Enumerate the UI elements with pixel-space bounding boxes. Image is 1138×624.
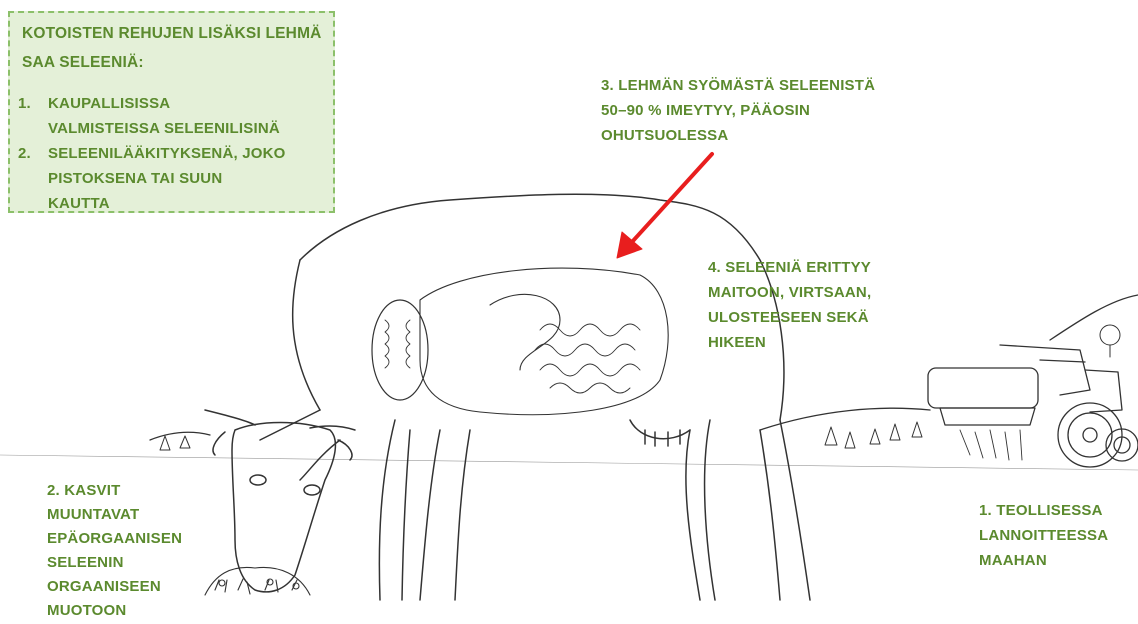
step-4-line: ULOSTEESEEN SEKÄ <box>708 305 871 330</box>
step-2-line: MUOTOON <box>47 599 182 623</box>
step-3-line: OHUTSUOLESSA <box>601 123 875 148</box>
info-item-2-number: 2. <box>18 141 31 166</box>
info-item-2-line: KAUTTA <box>48 191 286 216</box>
step-3-absorption-label: 3. LEHMÄN SYÖMÄSTÄ SELEENISTÄ 50–90 % IM… <box>601 73 875 148</box>
absorption-arrow <box>617 154 712 258</box>
step-4-excretion-label: 4. SELEENIÄ ERITTYY MAITOON, VIRTSAAN, U… <box>708 255 871 355</box>
info-item-2-line: SELEENILÄÄKITYKSENÄ, JOKO <box>48 141 286 166</box>
info-item-1: 1. KAUPALLISISSA VALMISTEISSA SELEENILIS… <box>48 91 280 141</box>
step-2-plants-label: 2. KASVIT MUUNTAVAT EPÄORGAANISEN SELEEN… <box>47 479 182 623</box>
intestines <box>420 268 668 415</box>
tractor-spreader <box>928 345 1138 467</box>
info-item-1-line: KAUPALLISISSA <box>48 91 280 116</box>
supplement-info-box: KOTOISTEN REHUJEN LISÄKSI LEHMÄ SAA SELE… <box>8 11 335 213</box>
step-3-line: 50–90 % IMEYTYY, PÄÄOSIN <box>601 98 875 123</box>
step-1-line: LANNOITTEESSA <box>979 523 1108 548</box>
step-4-line: MAITOON, VIRTSAAN, <box>708 280 871 305</box>
step-1-fertilizer-label: 1. TEOLLISESSA LANNOITTEESSA MAAHAN <box>979 498 1108 573</box>
info-box-title: KOTOISTEN REHUJEN LISÄKSI LEHMÄ SAA SELE… <box>22 19 322 77</box>
info-item-1-number: 1. <box>18 91 31 116</box>
step-1-line: MAAHAN <box>979 548 1108 573</box>
info-item-2-line: PISTOKSENA TAI SUUN <box>48 166 286 191</box>
step-4-line: 4. SELEENIÄ ERITTYY <box>708 255 871 280</box>
step-1-line: 1. TEOLLISESSA <box>979 498 1108 523</box>
info-item-1-line: VALMISTEISSA SELEENILISINÄ <box>48 116 280 141</box>
step-2-line: 2. KASVIT <box>47 479 182 503</box>
step-2-line: MUUNTAVAT <box>47 503 182 527</box>
step-4-line: HIKEEN <box>708 330 871 355</box>
step-3-line: 3. LEHMÄN SYÖMÄSTÄ SELEENISTÄ <box>601 73 875 98</box>
step-2-line: ORGAANISEEN <box>47 575 182 599</box>
cow-head <box>205 410 355 592</box>
landscape-hills <box>0 295 1138 470</box>
info-item-2: 2. SELEENILÄÄKITYKSENÄ, JOKO PISTOKSENA … <box>48 141 286 216</box>
step-2-line: EPÄORGAANISEN <box>47 527 182 551</box>
step-2-line: SELEENIN <box>47 551 182 575</box>
